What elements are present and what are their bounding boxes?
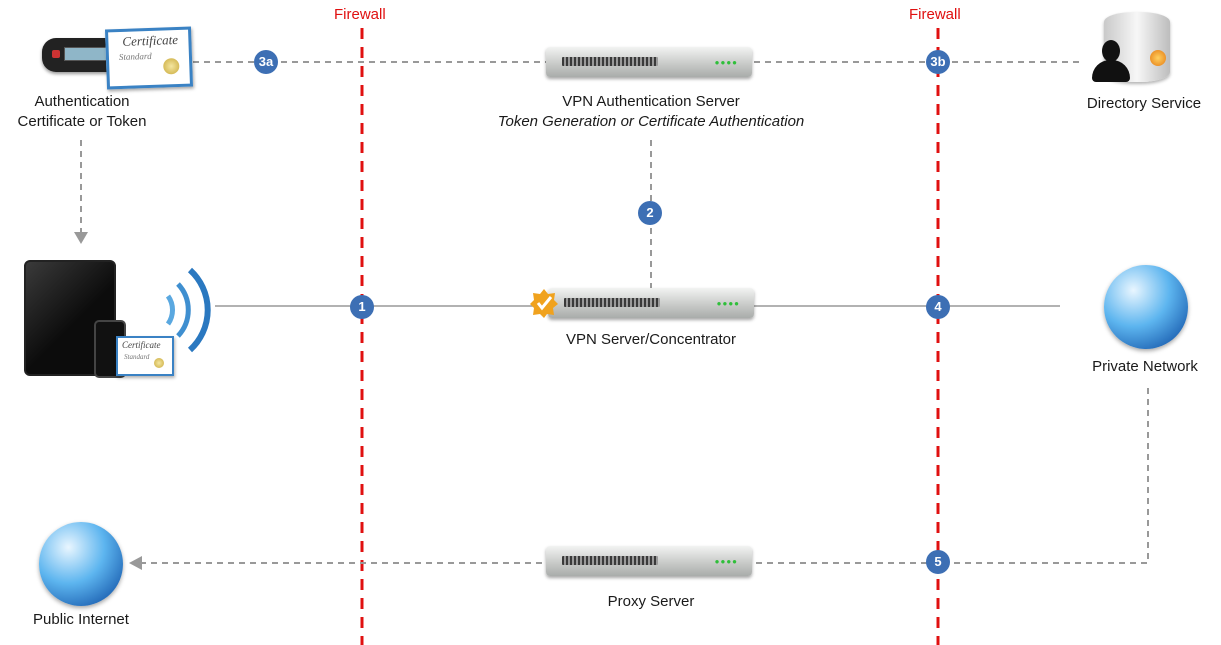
step-badge-1: 1 xyxy=(350,295,374,319)
auth-token-icon: Certificate Standard xyxy=(38,26,194,90)
public-internet-label: Public Internet xyxy=(33,611,129,628)
verified-badge-icon xyxy=(529,288,559,318)
proxy-server-label: Proxy Server xyxy=(607,593,695,610)
left-firewall-label: Firewall xyxy=(334,6,386,23)
step-badge-4: 4 xyxy=(926,295,950,319)
vpn-concentrator-icon: ●●●● xyxy=(548,288,754,318)
auth-token-label-line2: Certificate or Token xyxy=(17,113,147,130)
mobile-device-icon: Certificate Standard xyxy=(24,260,214,390)
vpn-concentrator-label: VPN Server/Concentrator xyxy=(565,331,737,348)
private-network-label: Private Network xyxy=(1092,358,1198,375)
step-badge-3a: 3a xyxy=(254,50,278,74)
certificate-subtitle: Standard xyxy=(118,50,152,63)
proxy-to-internet-arrow xyxy=(129,556,142,570)
step-badge-5: 5 xyxy=(926,550,950,574)
private-network-globe-icon xyxy=(1104,265,1188,349)
vpn-auth-server-subtitle: Token Generation or Certificate Authenti… xyxy=(497,113,805,130)
token-to-device-arrow xyxy=(74,232,88,244)
user-icon xyxy=(1090,40,1132,84)
certificate-title: Certificate xyxy=(122,31,179,49)
auth-token-label-line1: Authentication xyxy=(34,93,130,110)
seal-icon xyxy=(163,57,180,75)
proxy-server-icon: ●●●● xyxy=(546,546,752,576)
directory-service-label: Directory Service xyxy=(1086,95,1202,112)
device-certificate-subtitle: Standard xyxy=(124,353,150,361)
device-certificate-icon: Certificate Standard xyxy=(116,336,174,376)
step-badge-2: 2 xyxy=(638,201,662,225)
public-internet-globe-icon xyxy=(39,522,123,606)
step-badge-3b: 3b xyxy=(926,50,950,74)
wifi-signal-icon xyxy=(165,267,211,353)
vpn-auth-server-icon: ●●●● xyxy=(546,47,752,77)
right-firewall-label: Firewall xyxy=(909,6,961,23)
private-to-proxy-line xyxy=(140,388,1149,564)
device-certificate-title: Certificate xyxy=(122,340,161,350)
device-seal-icon xyxy=(154,358,164,368)
directory-service-icon xyxy=(1090,12,1190,92)
vpn-auth-server-title: VPN Authentication Server xyxy=(562,93,740,110)
key-icon xyxy=(1150,50,1166,66)
certificate-icon: Certificate Standard xyxy=(104,26,194,90)
